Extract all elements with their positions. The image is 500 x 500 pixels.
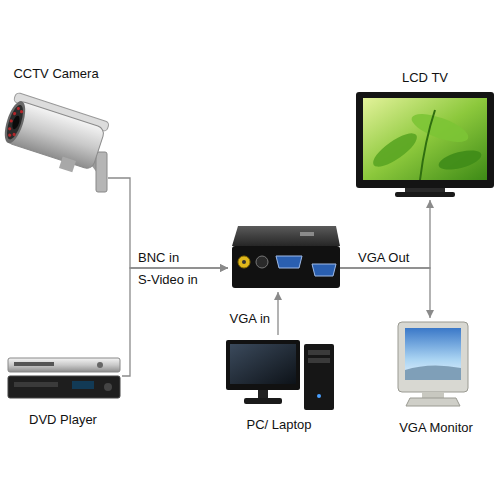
device-label: CCTV Camera [11,66,100,82]
converter-box-illustration [232,226,340,288]
device-node: VGA Monitor [390,318,482,436]
device-node: DVD Player [4,352,122,428]
signal-cable [108,178,228,268]
device-label: VGA Monitor [397,420,475,436]
signal-cable [340,200,430,268]
signal-cable [340,268,430,318]
device-label: LCD TV [400,70,450,86]
signal-label: S-Video in [136,272,200,288]
pc-illustration [226,340,334,410]
device-node: PC/ Laptop [222,335,336,433]
signal-cable [277,292,278,335]
device-label: DVD Player [27,412,99,428]
signal-label: BNC in [136,250,181,266]
vga-monitor-illustration [398,322,468,406]
signal-label: VGA Out [356,250,411,266]
cctv-camera-illustration [0,92,110,192]
device-node: CCTV Camera [4,66,108,216]
signal-cable [122,268,228,376]
device-node [228,220,340,292]
device-node: LCD TV [352,70,498,200]
dvd-player-illustration [8,358,120,398]
lcd-tv-illustration [356,92,494,197]
device-label: PC/ Laptop [244,417,313,433]
signal-label: VGA in [228,311,272,327]
